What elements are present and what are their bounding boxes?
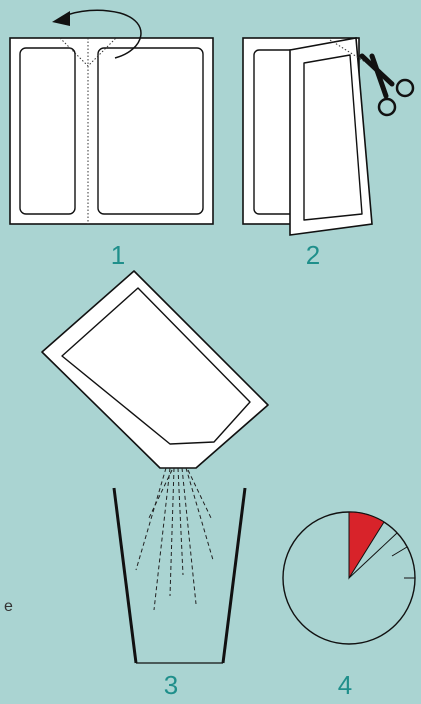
step-number-4: 4 [337,670,353,700]
step-number-1: 1 [110,240,126,270]
step2-packet [242,37,379,236]
step-number-2: 2 [305,240,321,270]
side-mark: e [4,598,13,615]
scissors-icon [359,53,415,117]
step-number-3: 3 [163,670,179,700]
timer-clock-icon [282,511,416,645]
fold-arrow-icon [52,9,142,59]
glass-icon [112,487,247,664]
step3-packet [41,270,269,469]
step1-packet [9,37,214,225]
powder-stream [135,467,214,611]
